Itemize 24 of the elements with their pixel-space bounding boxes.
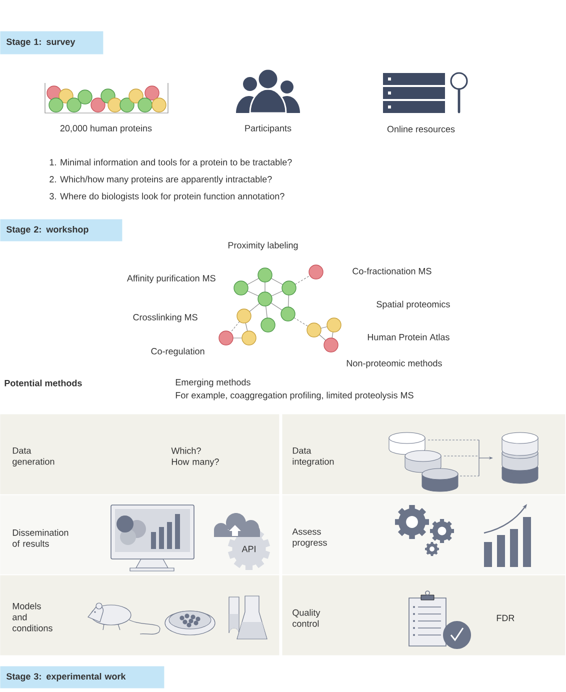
method-label: Co-regulation [151,348,204,356]
node-label: Dissemination of results [12,529,68,547]
gear-label: API [242,546,256,552]
table-cell: Data generation Which? How many? [0,414,280,494]
method-label: For example, coaggregation profiling, limited proteolysis MS [176,392,414,400]
method-label: Emerging methods [176,378,250,388]
icon-caption: Participants [245,124,292,134]
icon-caption: 20,000 human proteins [60,124,152,134]
method-label: Affinity purification MS [126,274,216,284]
section-heading: Potential methods [4,380,82,386]
stage-banner: Stage 2: workshop [0,219,122,242]
method-label: Non-proteomic methods [346,360,442,368]
stage-banner: Stage 3: experimental work [0,666,164,688]
icon-caption: Online resources [387,126,455,132]
stage-banner: Stage 1: survey [0,31,104,54]
method-label: Crosslinking MS [133,314,198,322]
method-label: Spatial proteomics [376,300,450,310]
method-label: Co-fractionation MS [352,268,432,274]
method-label: Proximity labeling [228,242,298,250]
question-text: 2. Which/how many proteins are apparently intractable? [50,176,272,184]
question-text: 1. Minimal information and tools for a protein to be tractable? [50,158,292,168]
question-text: 3. Where do biologists look for protein function annotation? [50,192,284,202]
node-label: Assess progress [292,528,327,548]
method-label: Human Protein Atlas [368,334,450,340]
